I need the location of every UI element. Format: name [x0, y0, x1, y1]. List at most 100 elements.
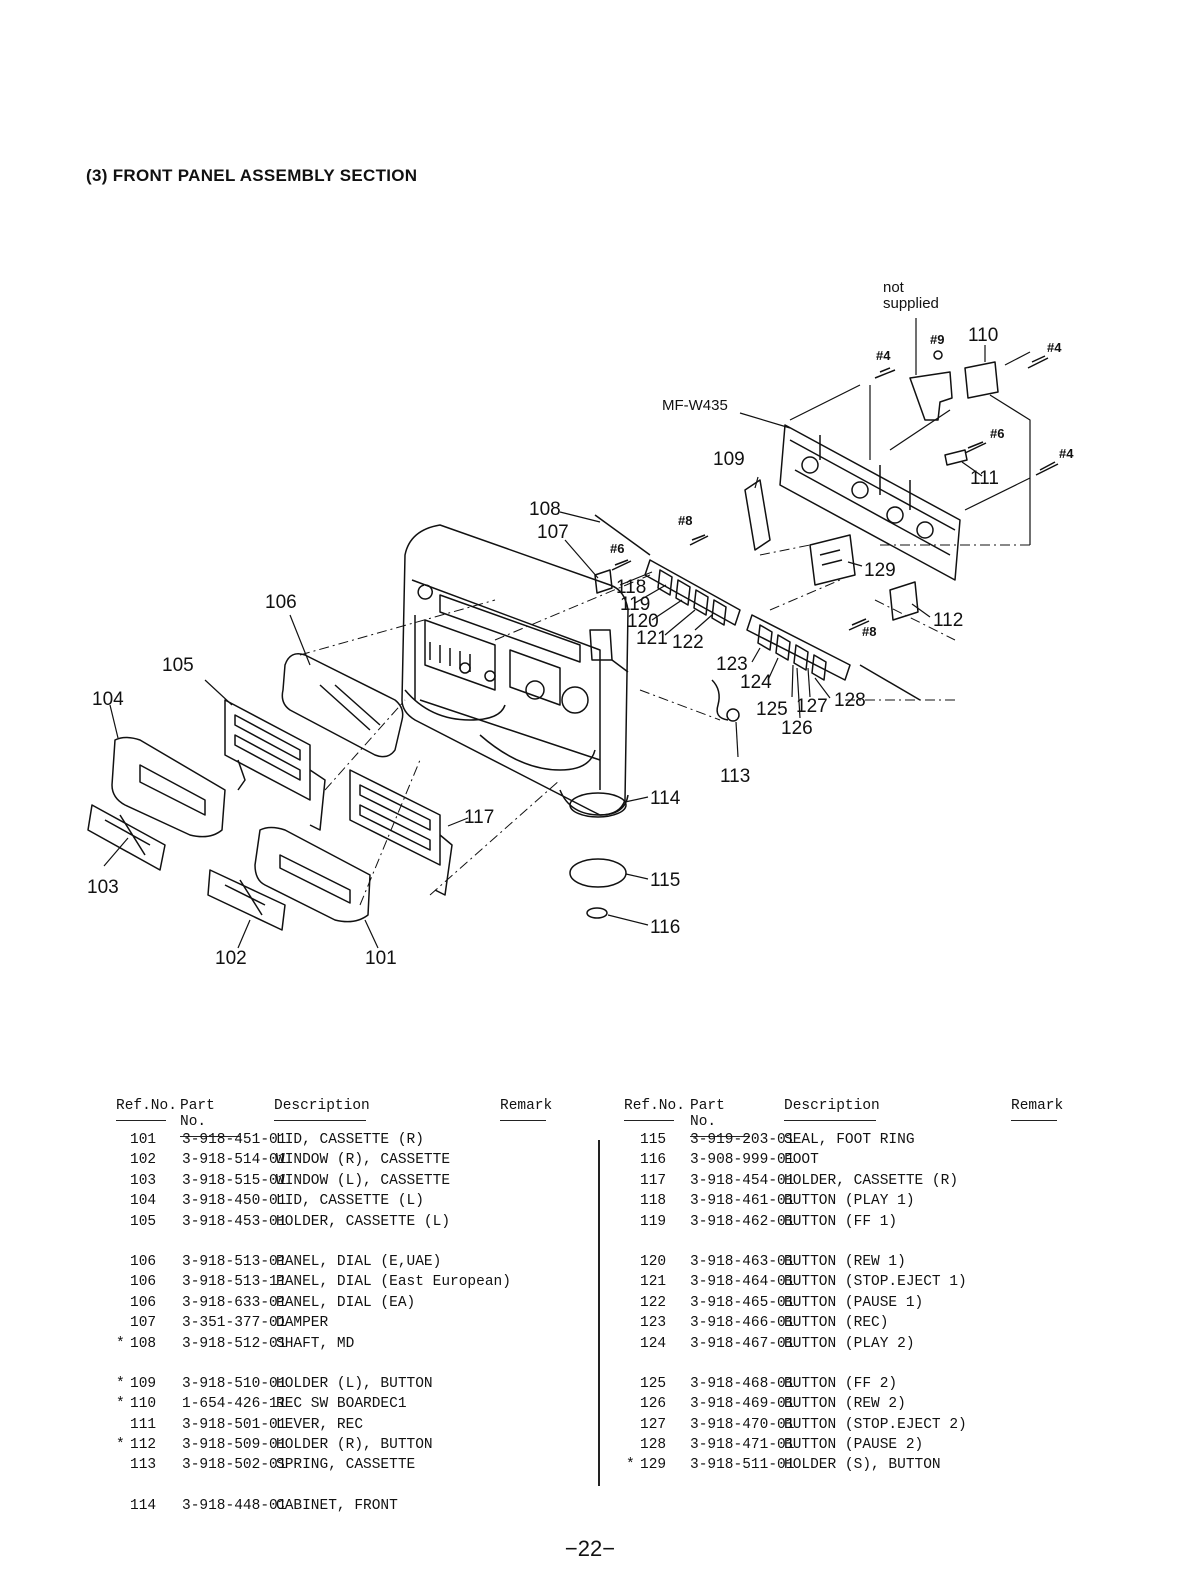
row-ref: 119: [640, 1213, 667, 1230]
row-ref: 107: [130, 1315, 157, 1332]
row-ref: 103: [130, 1172, 157, 1189]
front-cabinet-drawing: [401, 524, 629, 816]
holder-s-drawing: [809, 534, 856, 586]
row-part-number: 3-918-514-01: [182, 1152, 287, 1169]
callout-103: 103: [87, 877, 119, 898]
row-ref: 102: [130, 1152, 157, 1169]
callout-126: 126: [781, 718, 813, 739]
callout-106: 106: [265, 592, 297, 613]
row-description: SPRING, CASSETTE: [276, 1457, 416, 1474]
callout-112: 112: [933, 610, 963, 631]
table-header: Ref.No. Part No. Description Remark: [624, 1098, 1064, 1137]
header-remark: Remark: [500, 1098, 552, 1121]
header-ref: Ref.No.: [116, 1098, 177, 1121]
callout-107: 107: [537, 522, 569, 543]
row-part-number: 3-918-513-01: [182, 1253, 287, 1270]
shaft-md-drawing: [594, 514, 651, 556]
row-description: REC SW BOARDEC1: [276, 1396, 407, 1413]
callout-119: 119: [620, 594, 650, 615]
row-part-number: 3-918-515-01: [182, 1172, 287, 1189]
row-ref: 111: [130, 1416, 157, 1433]
row-ref: 127: [640, 1416, 667, 1433]
callout-108: 108: [529, 499, 561, 520]
row-gap: [116, 1478, 556, 1498]
model-label: MF-W435: [662, 397, 728, 414]
seal-foot-ring-drawing: [569, 858, 627, 888]
alignment-lines: [299, 544, 1030, 906]
row-ref: 113: [130, 1457, 157, 1474]
exploded-parts-diagram: not supplied MF-W435 #4 #4 #4 #6 #6 #8 #…: [87, 279, 1074, 969]
row-mark: *: [116, 1396, 125, 1413]
row-description: BUTTON (PAUSE 2): [784, 1437, 924, 1454]
table-header: Ref.No. Part No. Description Remark: [116, 1098, 556, 1137]
leader-lines: [103, 318, 1031, 949]
row-ref: 108: [130, 1335, 157, 1352]
row-gap: [624, 1356, 1064, 1376]
row-part-number: 3-908-999-01: [690, 1152, 795, 1169]
row-ref: 121: [640, 1274, 667, 1291]
row-ref: 124: [640, 1335, 667, 1352]
row-description: BUTTON (FF 1): [784, 1213, 898, 1230]
row-part-number: 3-918-513-11: [182, 1274, 287, 1291]
row-part-number: 3-918-465-01: [690, 1294, 795, 1311]
row-part-number: 1-654-426-11: [182, 1396, 287, 1413]
row-ref: 120: [640, 1253, 667, 1270]
row-part-number: 3-918-469-01: [690, 1396, 795, 1413]
button-block-lower-drawing: [746, 614, 851, 681]
screw-label: #4: [1059, 446, 1074, 461]
row-part-number: 3-918-451-01: [182, 1132, 287, 1148]
row-description: BUTTON (REW 1): [784, 1253, 906, 1270]
callout-122: 122: [672, 632, 704, 653]
callout-111: 111: [970, 468, 999, 489]
callout-113: 113: [720, 766, 750, 787]
row-part-number: 3-918-470-01: [690, 1416, 795, 1433]
row-ref: 106: [130, 1274, 157, 1291]
row-ref: 118: [640, 1193, 667, 1210]
row-part-number: 3-918-510-01: [182, 1375, 287, 1392]
row-part-number: 3-918-463-01: [690, 1253, 795, 1270]
cassette-right-parts-drawing: [207, 769, 453, 931]
not-supplied-label-line2: supplied: [883, 295, 939, 312]
row-description: BUTTON (PLAY 1): [784, 1193, 915, 1210]
callout-101: 101: [365, 948, 397, 969]
row-part-number: 3-918-471-01: [690, 1437, 795, 1454]
callout-124: 124: [740, 672, 772, 693]
row-description: BUTTON (PAUSE 1): [784, 1294, 924, 1311]
row-description: PANEL, DIAL (E,UAE): [276, 1253, 442, 1270]
cassette-left-parts-drawing: [87, 699, 326, 871]
callout-102: 102: [215, 948, 247, 969]
row-ref: 106: [130, 1253, 157, 1270]
foot-drawing: [586, 907, 608, 919]
row-ref: 117: [640, 1172, 667, 1189]
row-part-number: 3-918-512-01: [182, 1335, 287, 1352]
row-description: WINDOW (R), CASSETTE: [276, 1152, 451, 1169]
row-description: HOLDER (L), BUTTON: [276, 1375, 433, 1392]
row-mark: *: [116, 1335, 125, 1352]
row-ref: 123: [640, 1315, 667, 1332]
row-ref: 114: [130, 1497, 157, 1514]
row-ref: 101: [130, 1132, 157, 1148]
callout-104: 104: [92, 689, 124, 710]
callout-114: 114: [650, 788, 681, 809]
spring-washer-drawing: [726, 708, 740, 722]
row-mark: *: [116, 1375, 125, 1392]
row-gap: [116, 1356, 556, 1376]
row-ref: 115: [640, 1132, 667, 1148]
row-description: BUTTON (PLAY 2): [784, 1335, 915, 1352]
screw-label: #8: [862, 624, 876, 639]
